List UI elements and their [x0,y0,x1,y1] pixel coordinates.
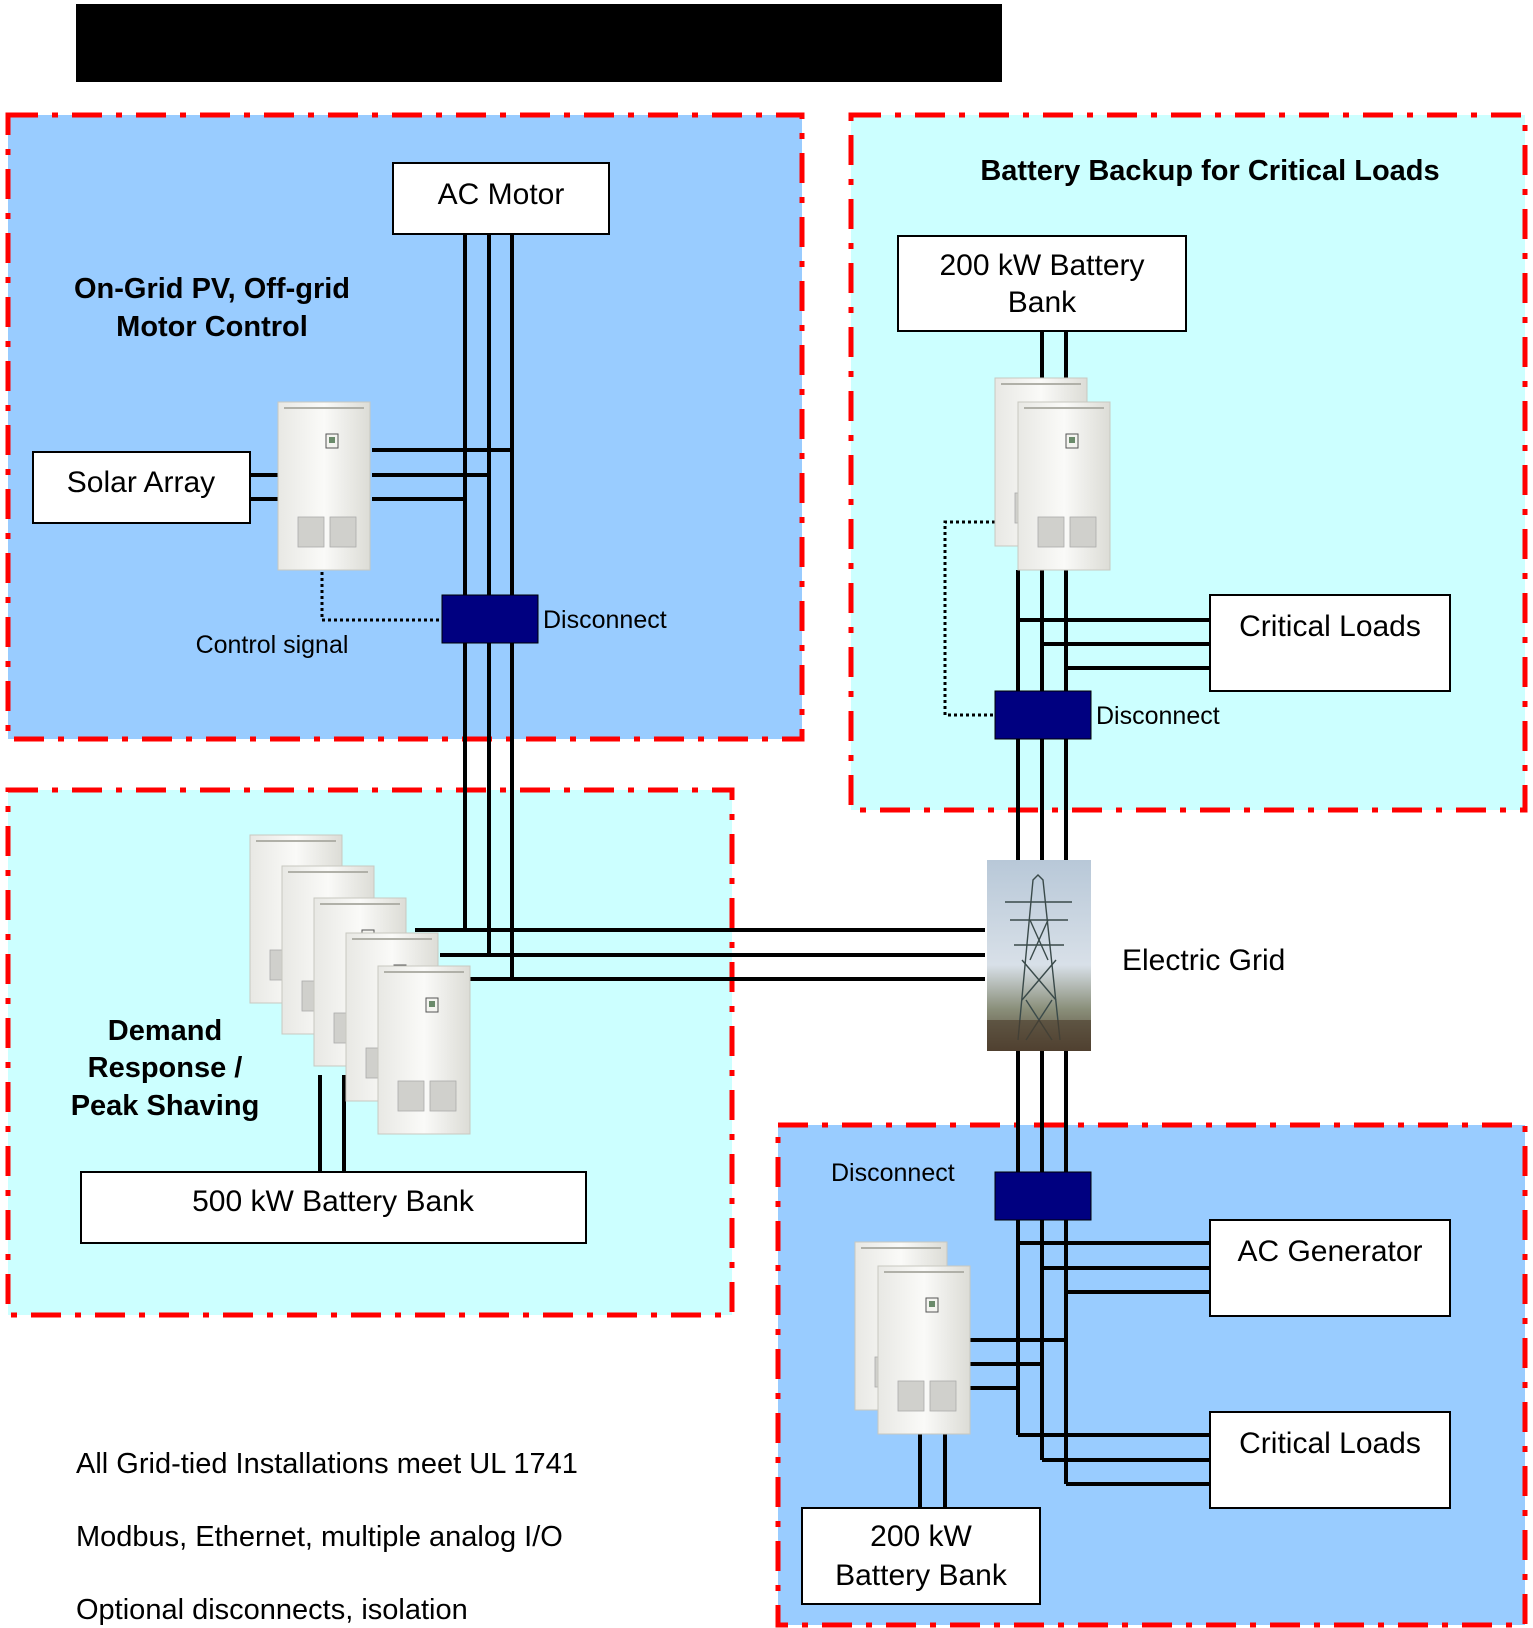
ac-motor-label: AC Motor [438,178,565,211]
note-disconnects: Optional disconnects, isolation [76,1594,468,1626]
battery-bank-200-top-label-1: 200 kW Battery [939,249,1144,282]
inverter-dr-5-icon [377,965,471,1135]
wiring [250,234,1210,1508]
critical-loads-bottom-label: Critical Loads [1239,1427,1421,1460]
note-ul-1741: All Grid-tied Installations meet UL 1741 [76,1448,578,1480]
solar-array-label: Solar Array [67,466,215,499]
disconnect-pv [441,594,539,644]
note-modbus: Modbus, Ethernet, multiple analog I/O [76,1521,563,1553]
battery-bank-200-top-label-2: Bank [1008,286,1077,319]
inverter-backup-2-icon [1017,401,1111,571]
ac-generator-label: AC Generator [1237,1235,1422,1268]
battery-bank-200-bottom-label-1: 200 kW [870,1520,972,1553]
demand-response-title-1: Demand [108,1015,222,1047]
battery-bank-200-bottom-label-2: Battery Bank [835,1559,1008,1592]
inverter-gen-2-icon [877,1265,971,1435]
critical-loads-top-box: Critical Loads [1209,594,1451,692]
region-battery-backup [848,112,1528,813]
inverter-pv-icon [277,401,371,571]
disconnect-generator-label: Disconnect [831,1159,955,1187]
battery-backup-title: Battery Backup for Critical Loads [980,155,1439,187]
disconnect-pv-label: Disconnect [543,606,667,634]
battery-bank-200-bottom-box: 200 kW Battery Bank [801,1507,1041,1605]
control-signal-lines [320,520,995,717]
critical-loads-bottom-box: Critical Loads [1209,1411,1451,1509]
battery-bank-500-label: 500 kW Battery Bank [192,1185,475,1218]
ac-motor-box: AC Motor [392,162,610,235]
pv-motor-title-1: On-Grid PV, Off-grid [74,273,350,305]
control-signal-label: Control signal [196,631,349,659]
demand-response-title-2: Response / [88,1052,243,1084]
solar-array-box: Solar Array [32,451,251,524]
demand-response-title-3: Peak Shaving [71,1090,260,1122]
critical-loads-top-label: Critical Loads [1239,610,1421,643]
pv-motor-title-2: Motor Control [116,311,308,343]
battery-bank-200-top-box: 200 kW Battery Bank [897,235,1187,332]
battery-bank-500-box: 500 kW Battery Bank [80,1171,587,1244]
electric-grid-label: Electric Grid [1122,944,1285,977]
ac-generator-box: AC Generator [1209,1219,1451,1317]
disconnect-generator [994,1171,1092,1221]
disconnect-backup [994,690,1092,740]
disconnect-backup-label: Disconnect [1096,702,1220,730]
transmission-tower-icon [987,860,1091,1051]
title-bar [76,4,1002,82]
